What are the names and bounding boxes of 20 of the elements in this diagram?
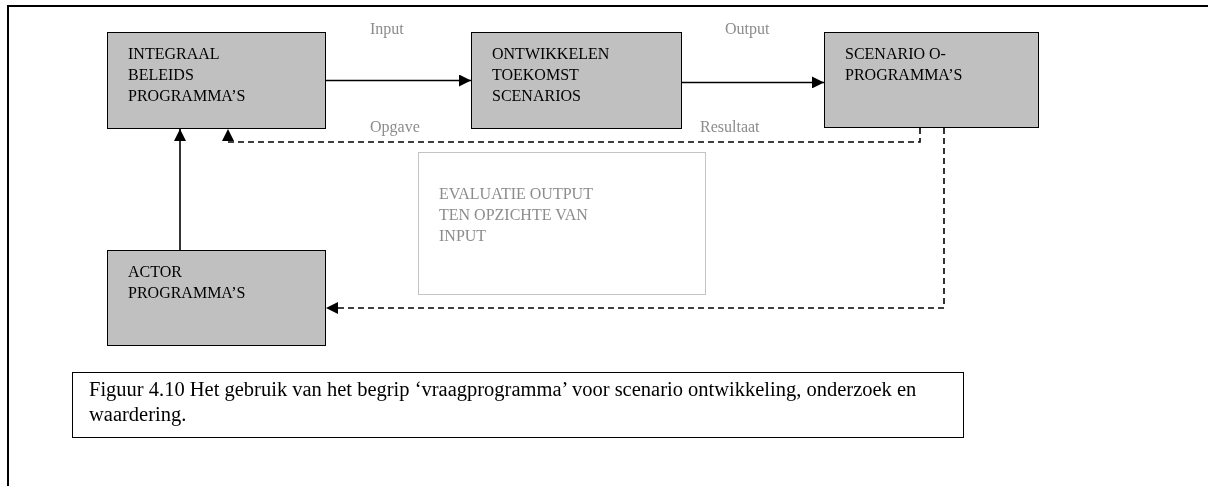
process-box bbox=[107, 250, 326, 346]
arrow bbox=[174, 128, 186, 251]
box-label: ONTWIKKELEN TOEKOMST SCENARIOS bbox=[492, 44, 611, 106]
flow-label: Resultaat bbox=[700, 118, 760, 136]
flow-label: Opgave bbox=[370, 118, 420, 136]
evaluation-box bbox=[418, 152, 706, 295]
box-label: ACTOR PROGRAMMA’S bbox=[128, 262, 247, 303]
process-box bbox=[824, 32, 1039, 128]
flow-label: Input bbox=[370, 20, 404, 38]
box-label: INTEGRAAL BELEIDS PROGRAMMA’S bbox=[128, 44, 247, 106]
dashed-arrow bbox=[325, 127, 945, 314]
arrow bbox=[681, 76, 825, 89]
box-label: EVALUATIE OUTPUT TEN OPZICHTE VAN INPUT bbox=[439, 184, 594, 246]
dashed-arrow bbox=[222, 127, 921, 143]
process-box bbox=[471, 32, 682, 129]
arrow bbox=[325, 74, 472, 87]
process-box bbox=[107, 32, 326, 129]
figure-caption: Figuur 4.10 Het gebruik van het begrip ‘vraagprogramma’ voor scenario ontwikkeling, onderzoek en waardering. bbox=[89, 378, 917, 425]
box-label: SCENARIO O-PROGRAMMA’S bbox=[845, 44, 964, 85]
flow-label: Output bbox=[725, 20, 770, 38]
